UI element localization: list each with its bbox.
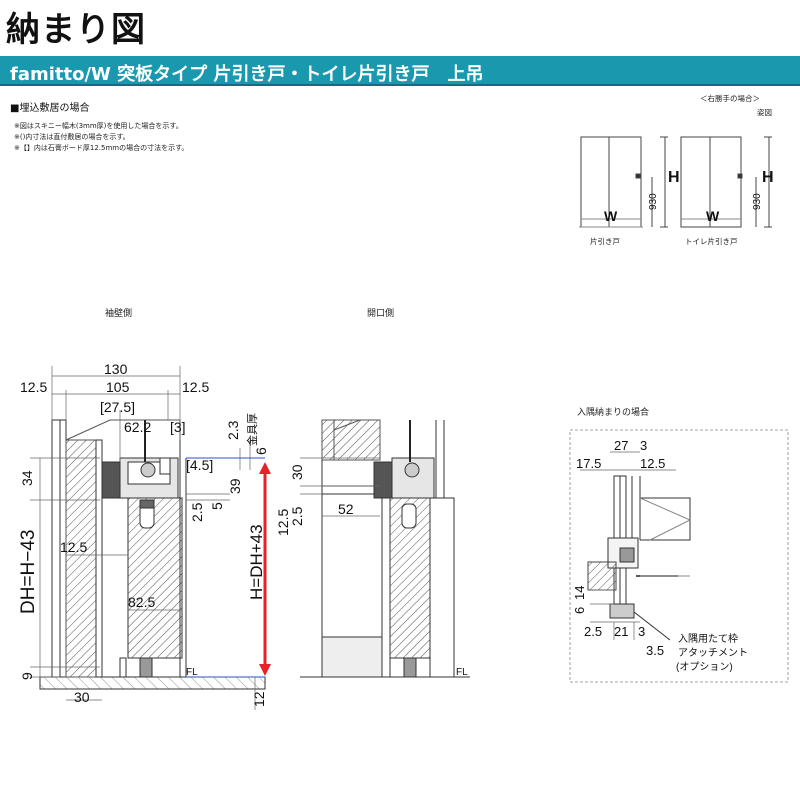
right-section-caption: 入隅納まりの場合 bbox=[577, 408, 650, 418]
right-hand-label: ＜右勝手の場合＞ bbox=[700, 94, 760, 103]
page-title: 納まり図 bbox=[6, 10, 146, 50]
left-section-caption: 袖壁側 bbox=[105, 309, 133, 319]
dim-34: 34 bbox=[19, 470, 35, 486]
note-line-3: ※【】内は石膏ボード厚12.5mmの場合の寸法を示す。 bbox=[14, 144, 189, 152]
dim-6: 6 bbox=[253, 447, 269, 455]
dim-30-left: 30 bbox=[74, 689, 90, 705]
dim-12-5-mid: 12.5 bbox=[60, 539, 87, 555]
h-arrow-top bbox=[259, 462, 271, 474]
corner-dim-2-5: 2.5 bbox=[584, 624, 602, 639]
corner-callout-3: (オプション) bbox=[676, 661, 733, 673]
hardware-thickness-label: 金具厚 bbox=[245, 413, 259, 446]
middle-dimension-lines bbox=[300, 457, 380, 517]
door1-caption: 片引き戸 bbox=[590, 237, 620, 246]
corner-dim-27: 27 bbox=[614, 438, 628, 453]
elev2-h-label: H bbox=[762, 169, 774, 186]
dim-12-5-right: 12.5 bbox=[182, 379, 209, 395]
corner-dim-12-5: 12.5 bbox=[640, 456, 665, 471]
note-line-2: ※()内寸法は直付敷居の場合を示す。 bbox=[14, 133, 130, 141]
dim-105: 105 bbox=[106, 379, 130, 395]
corner-dim-17-5: 17.5 bbox=[576, 456, 601, 471]
dim-2-3: 2.3 bbox=[225, 420, 241, 440]
elevation-door-1 bbox=[579, 136, 668, 228]
middle-section-drawing bbox=[300, 419, 470, 678]
mid-dim-2-5: 2.5 bbox=[289, 506, 305, 526]
mid-dim-30: 30 bbox=[289, 464, 305, 480]
dim-9: 9 bbox=[19, 672, 35, 680]
dim-62-2: 62.2 bbox=[124, 419, 151, 435]
title-banner: famitto/W 突板タイプ 片引き戸・トイレ片引き戸 上吊 bbox=[0, 56, 800, 86]
elev1-930: 930 bbox=[648, 193, 659, 210]
corner-dim-6: 6 bbox=[572, 607, 587, 614]
dim-3-bracket: [3] bbox=[170, 419, 186, 435]
dim-12: 12 bbox=[251, 691, 267, 707]
corner-dim-3-5: 3.5 bbox=[646, 643, 664, 658]
note-line-1: ※図はスキニー幅木(3mm厚)を使用した場合を示す。 bbox=[14, 122, 183, 130]
dim-4-5: [4.5] bbox=[186, 457, 213, 473]
dim-dh: DH=H−43 bbox=[18, 530, 39, 615]
corner-dim-21: 21 bbox=[614, 624, 628, 639]
fl-label-left: FL bbox=[186, 667, 198, 678]
fl-label-middle: FL bbox=[456, 667, 468, 678]
corner-callout-2: アタッチメント bbox=[678, 647, 748, 659]
door2-caption: トイレ片引き戸 bbox=[685, 237, 738, 246]
corner-detail-drawing bbox=[587, 475, 691, 641]
h-arrow-bottom bbox=[259, 664, 271, 676]
view-label: 姿図 bbox=[757, 108, 772, 117]
elev1-h-label: H bbox=[668, 169, 680, 186]
banner-text: famitto/W 突板タイプ 片引き戸・トイレ片引き戸 上吊 bbox=[10, 64, 484, 85]
corner-dim-3-top: 3 bbox=[640, 438, 647, 453]
elev2-w-label: W bbox=[706, 208, 720, 224]
elevation-door-2 bbox=[680, 136, 772, 228]
dim-2-5: 2.5 bbox=[189, 502, 205, 522]
dim-82-5: 82.5 bbox=[128, 594, 155, 610]
h-formula: H=DH+43 bbox=[247, 524, 266, 600]
corner-dim-14: 14 bbox=[572, 586, 587, 600]
corner-callout-1: 入隅用たて枠 bbox=[678, 632, 738, 645]
elev2-930: 930 bbox=[752, 193, 763, 210]
banner-underline bbox=[0, 84, 800, 86]
corner-dimension-lines bbox=[580, 451, 676, 640]
dim-27-5: [27.5] bbox=[100, 399, 135, 415]
dim-5: 5 bbox=[209, 502, 225, 510]
mid-dim-52: 52 bbox=[338, 501, 354, 517]
corner-dim-3-bottom: 3 bbox=[638, 624, 645, 639]
notes-heading: ■埋込敷居の場合 bbox=[10, 103, 90, 114]
left-section-drawing bbox=[39, 419, 266, 690]
elev1-w-label: W bbox=[604, 208, 618, 224]
dim-39: 39 bbox=[227, 478, 243, 494]
dim-130: 130 bbox=[104, 361, 128, 377]
mid-dim-12-5: 12.5 bbox=[275, 509, 291, 536]
left-dimension-lines bbox=[30, 366, 256, 710]
dim-12-5-left: 12.5 bbox=[20, 379, 47, 395]
middle-section-caption: 開口側 bbox=[367, 309, 395, 319]
